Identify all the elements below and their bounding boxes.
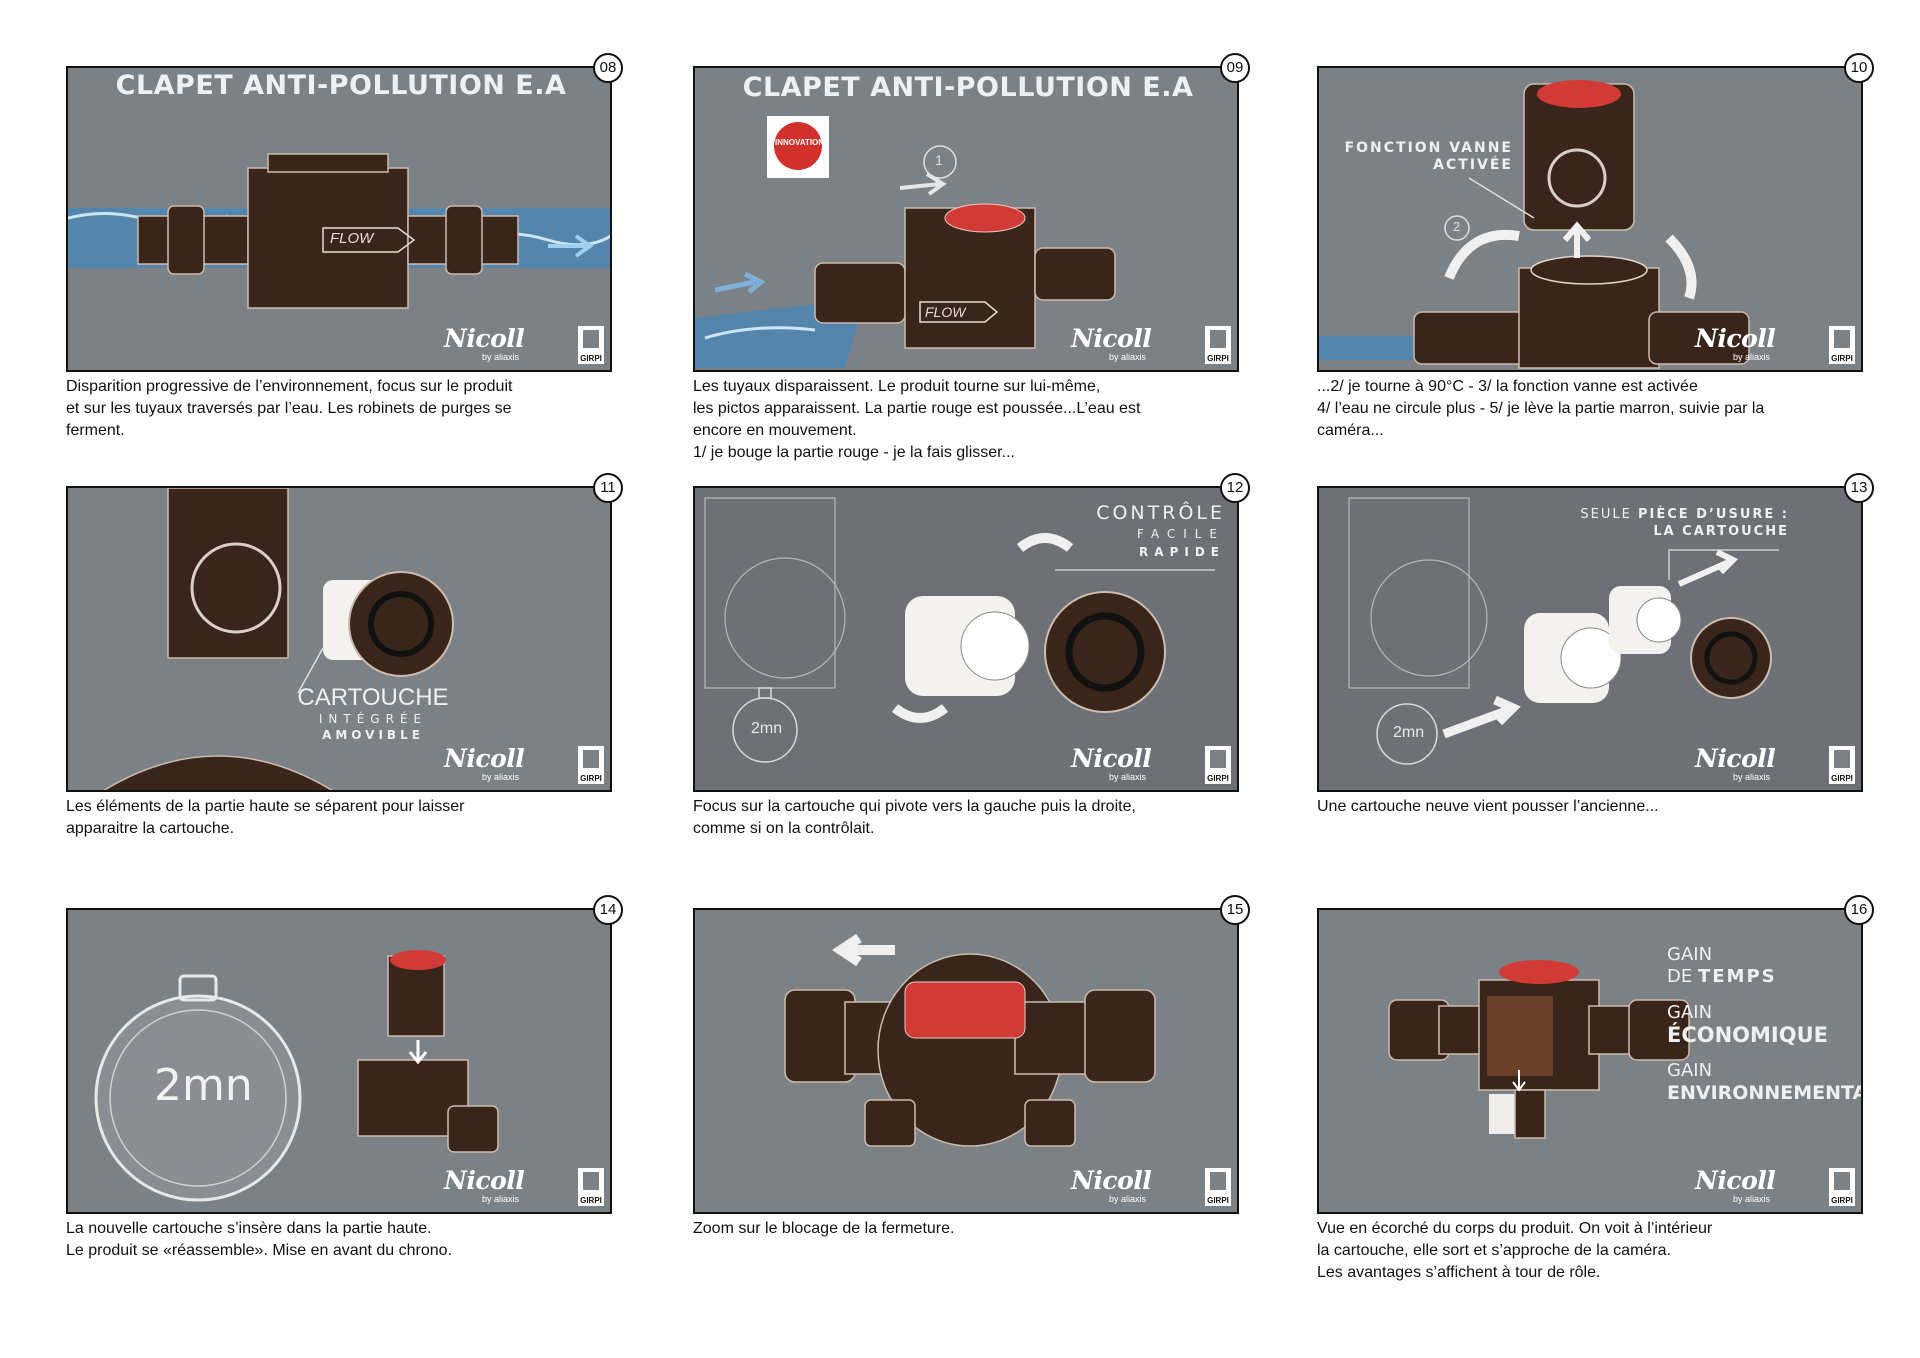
panel-caption: Disparition progressive de l’environneme…: [66, 378, 513, 439]
panel-number: 11: [593, 473, 623, 503]
nicoll-logo: Nicoll by aliaxis GIRPI: [444, 324, 604, 366]
frame: CARTOUCHE INTÉGRÉE AMOVIBLE Nicoll by al…: [66, 486, 612, 792]
panel-number: 12: [1220, 473, 1250, 503]
girpi-mark: GIRPI: [1205, 1168, 1231, 1206]
cartridge-illustration: [1348, 497, 1779, 765]
feature-label: CONTRÔLE FACILE RAPIDE: [1096, 502, 1225, 559]
girpi-mark: GIRPI: [578, 1168, 604, 1206]
panel-caption: Une cartouche neuve vient pousser l’anci…: [1317, 798, 1659, 815]
timer-illustration: [94, 950, 499, 1202]
panel-caption: Les éléments de la partie haute se sépar…: [66, 798, 465, 837]
frame: 1 INNOVATION FLOW CLAPET ANTI-POLLUTION …: [693, 66, 1239, 372]
panel-number: 14: [593, 895, 623, 925]
cartridge-illustration: [704, 497, 1215, 763]
panel-title: CLAPET ANTI-POLLUTION E.A: [115, 70, 567, 101]
girpi-mark: GIRPI: [1829, 1168, 1855, 1206]
frame: 2mn Nicoll by aliaxis GIRPI: [66, 908, 612, 1214]
cutaway-illustration: [1388, 960, 1690, 1139]
panel-title: CLAPET ANTI-POLLUTION E.A: [742, 72, 1194, 103]
panel-number: 09: [1220, 53, 1250, 83]
panel-caption: ...2/ je tourne à 90°C - 3/ la fonction …: [1317, 378, 1765, 439]
frame: Nicoll by aliaxis GIRPI: [693, 908, 1239, 1214]
frame: FLOW CLAPET ANTI-POLLUTION E.A Nicoll by…: [66, 66, 612, 372]
feature-label: CARTOUCHE INTÉGRÉE AMOVIBLE: [297, 684, 449, 742]
valve-illustration: [784, 933, 1156, 1147]
panel-number: 13: [1844, 473, 1874, 503]
girpi-mark: GIRPI: [1205, 326, 1231, 364]
nicoll-logo: Nicoll by aliaxis GIRPI: [1695, 744, 1855, 786]
timer-label: 2mn: [1393, 724, 1425, 741]
girpi-mark: GIRPI: [1829, 326, 1855, 364]
panel-number: 15: [1220, 895, 1250, 925]
step-marker: 1: [935, 152, 943, 168]
frame: 2mn SEULE PIÈCE D’USURE : LA CARTOUCHE N…: [1317, 486, 1863, 792]
valve-illustration: [1319, 80, 1750, 369]
valve-illustration: [695, 116, 1116, 368]
nicoll-logo: Nicoll by aliaxis GIRPI: [1071, 744, 1231, 786]
nicoll-logo: Nicoll by aliaxis GIRPI: [1695, 324, 1855, 366]
feature-label: SEULE PIÈCE D’USURE : LA CARTOUCHE: [1580, 507, 1789, 539]
frame: 2mn CONTRÔLE FACILE RAPIDE Nicoll by ali…: [693, 486, 1239, 792]
benefits-list: GAIN DE TEMPS GAIN ÉCONOMIQUE GAIN ENVIR…: [1667, 944, 1863, 1104]
nicoll-logo: Nicoll by aliaxis GIRPI: [444, 744, 604, 786]
girpi-mark: GIRPI: [1205, 746, 1231, 784]
girpi-mark: GIRPI: [1829, 746, 1855, 784]
nicoll-logo: Nicoll by aliaxis GIRPI: [1695, 1166, 1855, 1208]
panel-number: 16: [1844, 895, 1874, 925]
panel-caption: Les tuyaux disparaissent. Le produit tou…: [693, 378, 1141, 461]
valve-illustration: [68, 153, 610, 309]
innovation-badge: INNOVATION: [775, 138, 825, 147]
timer-label: 2mn: [751, 720, 783, 737]
panel-number: 10: [1844, 53, 1874, 83]
panel-caption: Vue en écorché du corps du produit. On v…: [1317, 1220, 1713, 1281]
frame: GAIN DE TEMPS GAIN ÉCONOMIQUE GAIN ENVIR…: [1317, 908, 1863, 1214]
panel-caption: Zoom sur le blocage de la fermeture.: [693, 1220, 955, 1237]
step-marker: 2: [1453, 219, 1461, 234]
timer-label: 2mn: [154, 1060, 253, 1111]
cartridge-illustration: [103, 488, 454, 790]
girpi-mark: GIRPI: [578, 746, 604, 784]
nicoll-logo: Nicoll by aliaxis GIRPI: [1071, 1166, 1231, 1208]
panel-caption: La nouvelle cartouche s’insère dans la p…: [66, 1220, 453, 1259]
panel-caption: Focus sur la cartouche qui pivote vers l…: [693, 798, 1136, 837]
flow-label: FLOW: [925, 304, 966, 320]
girpi-mark: GIRPI: [578, 326, 604, 364]
nicoll-logo: Nicoll by aliaxis GIRPI: [444, 1166, 604, 1208]
nicoll-logo: Nicoll by aliaxis GIRPI: [1071, 324, 1231, 366]
panel-number: 08: [593, 53, 623, 83]
flow-label: FLOW: [330, 230, 374, 247]
